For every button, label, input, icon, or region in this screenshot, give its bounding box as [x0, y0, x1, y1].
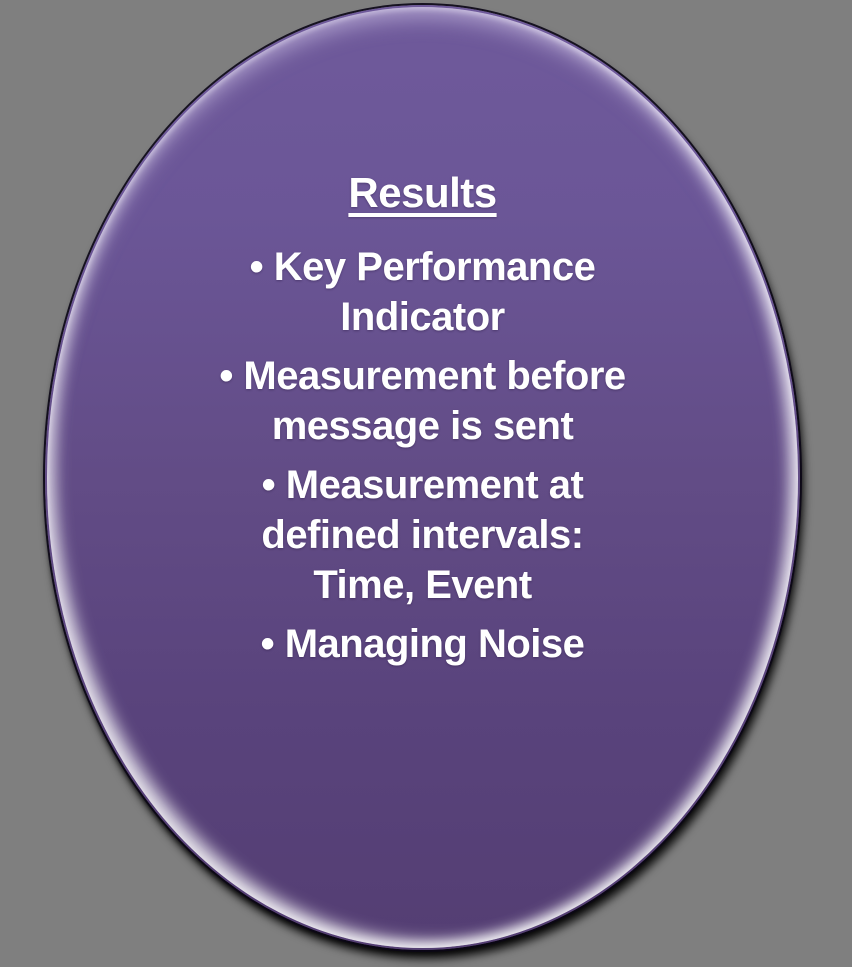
bullet-item: • Key Performance Indicator: [249, 245, 596, 340]
bullet-item: • Measurement at defined intervals: Time…: [261, 463, 584, 608]
oval-title: Results: [348, 169, 497, 216]
bullet-list: • Key Performance Indicator • Measuremen…: [103, 242, 743, 669]
bullet-item: • Measurement before message is sent: [219, 354, 626, 449]
oval-text-block: Results • Key Performance Indicator • Me…: [103, 168, 743, 678]
bullet-item: • Managing Noise: [260, 622, 585, 667]
results-oval-shape[interactable]: Results • Key Performance Indicator • Me…: [45, 5, 800, 950]
